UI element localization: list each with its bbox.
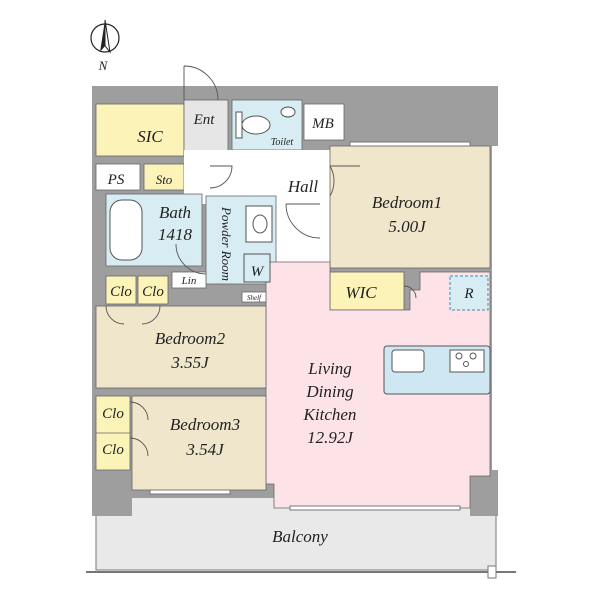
label-washer: W — [251, 264, 265, 280]
sic-room — [95, 103, 185, 157]
entrance-door — [183, 65, 219, 101]
label-ps: PS — [107, 172, 125, 188]
toilet-tank — [235, 111, 243, 139]
closet-bed2-b — [137, 275, 169, 305]
label-bedroom2-size: 3.55J — [170, 353, 210, 372]
kitchen-stove — [449, 349, 485, 373]
label-sic: SIC — [137, 127, 163, 146]
entrance-floor — [183, 99, 229, 157]
pillar-se — [470, 470, 498, 516]
label-bedroom2: Bedroom2 — [155, 329, 226, 348]
label-ldk-living: Living — [307, 359, 351, 378]
label-bedroom1: Bedroom1 — [372, 193, 442, 212]
label-toilet: Toilet — [271, 137, 294, 148]
closet-bed2-a — [105, 275, 137, 305]
wic-room — [329, 271, 405, 311]
bedroom3-room — [131, 395, 267, 491]
mb-room — [303, 103, 345, 141]
sto-room — [143, 163, 185, 191]
label-bedroom3-size: 3.54J — [185, 440, 225, 459]
label-closet-2: Clo — [142, 284, 164, 300]
pillar-sw — [92, 470, 132, 516]
label-closet-3: Clo — [102, 406, 124, 422]
refrigerator-space — [449, 275, 489, 311]
balcony-drain — [487, 565, 497, 579]
windows — [149, 141, 471, 511]
label-ldk-size: 12.92J — [307, 428, 354, 447]
label-balcony: Balcony — [272, 527, 328, 546]
label-wic: WIC — [345, 283, 377, 302]
ps-room — [95, 163, 141, 191]
label-shelf: Shelf — [247, 294, 262, 302]
bedroom2-room — [95, 305, 267, 389]
label-ldk-dining: Dining — [305, 382, 353, 401]
label-mb: MB — [311, 116, 334, 132]
ldk-room — [265, 261, 491, 509]
label-hall: Hall — [287, 177, 319, 196]
label-bath-size: 1418 — [158, 225, 193, 244]
powder-sink-bowl — [252, 214, 268, 234]
washer-space — [243, 253, 271, 283]
label-ldk-kitchen: Kitchen — [303, 405, 357, 424]
label-bedroom3: Bedroom3 — [170, 415, 240, 434]
hall-corridor — [266, 150, 330, 262]
kitchen-sink — [391, 349, 425, 373]
door-swings — [105, 65, 417, 457]
compass-north-label: N — [98, 58, 109, 73]
label-sto: Sto — [156, 172, 173, 187]
pillar-ne — [470, 86, 498, 146]
label-closet-1: Clo — [110, 284, 132, 300]
label-entrance: Ent — [193, 112, 216, 128]
shelf-unit — [241, 291, 267, 303]
toilet-basin — [280, 106, 296, 118]
label-bath: Bath — [159, 203, 191, 222]
toilet-bowl — [241, 115, 271, 135]
label-refrigerator: R — [463, 286, 473, 302]
compass: N — [90, 19, 120, 73]
compass-needle-left — [100, 20, 105, 52]
label-closet-4: Clo — [102, 442, 124, 458]
compass-needle-right — [104, 19, 111, 54]
linen-closet — [171, 271, 207, 289]
bathtub — [109, 199, 143, 261]
label-powder-room: Powder Room — [219, 206, 234, 281]
label-linen: Lin — [181, 275, 197, 287]
label-bedroom1-size: 5.00J — [388, 217, 427, 236]
